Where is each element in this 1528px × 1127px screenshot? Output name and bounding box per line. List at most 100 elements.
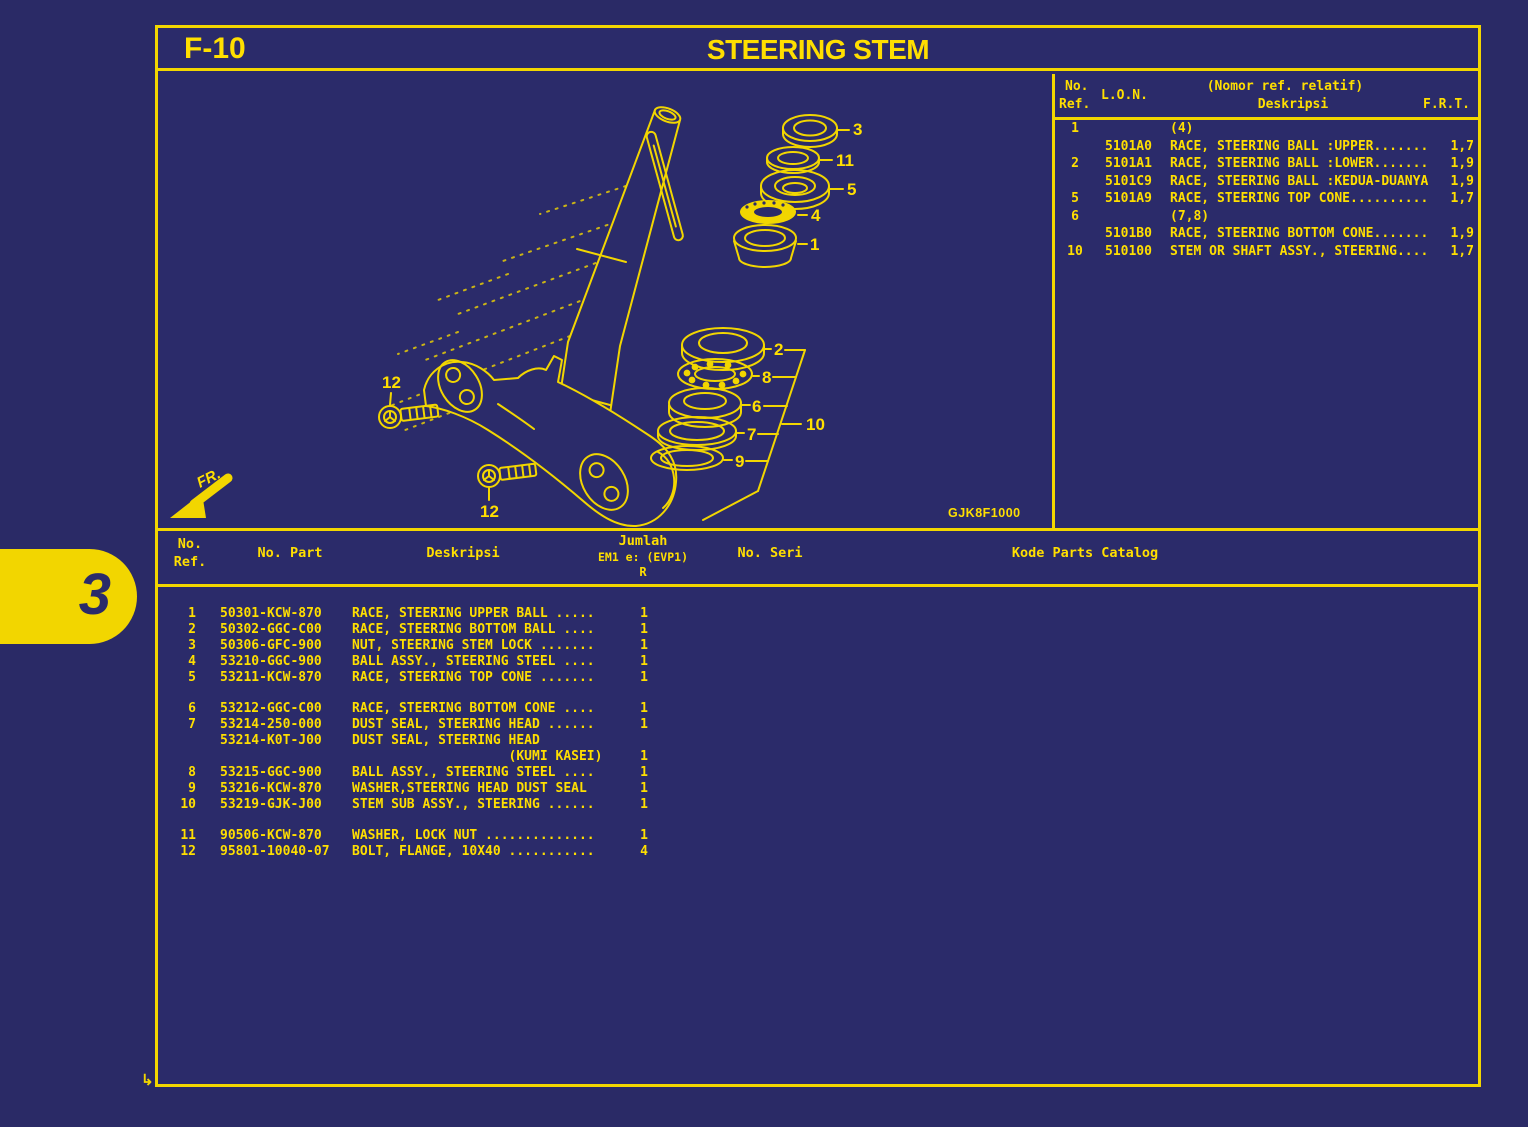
- parts-row: 5 53211-KCW-870 RACE, STEERING TOP CONE …: [158, 670, 1478, 686]
- chapter-tab-3[interactable]: 3: [0, 549, 137, 644]
- ref-cell-lon: 5101A0: [1105, 138, 1152, 154]
- ref-col-deskripsi: Deskripsi: [1257, 97, 1329, 112]
- parts-row: 6 53212-GGC-C00 RACE, STEERING BOTTOM CO…: [158, 701, 1478, 717]
- ref-col-no: No.: [1065, 79, 1089, 94]
- parts-cell-part: 53211-KCW-870: [220, 669, 322, 685]
- ref-cell-ref: 6: [1071, 208, 1079, 224]
- parts-cell-ref: 6: [188, 701, 196, 717]
- parts-cell-desc: (KUMI KASEI): [352, 749, 603, 765]
- parts-row: 12 95801-10040-07 BOLT, FLANGE, 10X40 ..…: [158, 844, 1478, 860]
- parts-cell-desc: RACE, STEERING BOTTOM CONE ....: [352, 701, 595, 717]
- parts-cell-part: 53212-GGC-C00: [220, 701, 322, 717]
- parts-cell-ref: 7: [188, 717, 196, 733]
- callout-2: 2: [774, 340, 783, 359]
- figure-code: GJK8F1000: [948, 506, 1021, 520]
- ref-col-lon: L.O.N.: [1101, 88, 1148, 103]
- flange-bolt-lower: [477, 462, 538, 501]
- page-title: STEERING STEM: [706, 34, 930, 65]
- parts-cell-desc: NUT, STEERING STEM LOCK .......: [352, 637, 595, 653]
- callout-10: 10: [806, 415, 825, 434]
- parts-cell-ref: 4: [188, 653, 196, 669]
- parts-cell-ref: 5: [188, 669, 196, 685]
- parts-cell-ref: 3: [188, 637, 196, 653]
- parts-cell-qty: 1: [640, 749, 648, 765]
- diagram-area: FR. 3 11 5 4 1 2 8 6 7 9 10 12 12: [158, 74, 1052, 528]
- ring-washer-11: [766, 146, 833, 174]
- parts-row: 2 50302-GGC-C00 RACE, STEERING BOTTOM BA…: [158, 622, 1478, 638]
- parts-cell-part: 53214-K0T-J00: [220, 733, 322, 749]
- ref-cell-desc: (4): [1170, 121, 1194, 136]
- parts-cell-part: 53210-GGC-900: [220, 653, 322, 669]
- parts-cell-desc: RACE, STEERING BOTTOM BALL ....: [352, 621, 595, 637]
- parts-col-ref: Ref.: [173, 554, 207, 570]
- ring-ball-assy-4: [740, 200, 808, 224]
- ref-cell-frt: 1,7: [1450, 138, 1474, 154]
- parts-row: 10 53219-GJK-J00 STEM SUB ASSY., STEERIN…: [158, 797, 1478, 813]
- parts-cell-ref: 8: [188, 764, 196, 780]
- parts-cell-desc: DUST SEAL, STEERING HEAD ......: [352, 717, 595, 733]
- parts-cell-part: 53219-GJK-J00: [220, 796, 322, 812]
- parts-cell-ref: 9: [188, 780, 196, 796]
- ref-row: 5 5101A9 RACE, STEERING TOP CONE........…: [1055, 191, 1478, 209]
- parts-cell-qty: 1: [640, 653, 648, 669]
- callout-5: 5: [847, 180, 856, 199]
- ref-cell-desc: RACE, STEERING TOP CONE..........: [1170, 191, 1429, 206]
- ring-race-2: [681, 327, 772, 371]
- parts-cell-qty: 1: [640, 780, 648, 796]
- flange-bolt-upper: [378, 392, 440, 429]
- parts-cell-qty: 1: [640, 764, 648, 780]
- ref-cell-frt: 1,7: [1450, 191, 1474, 206]
- ref-cell-lon: 5101B0: [1105, 226, 1152, 241]
- callout-8: 8: [762, 368, 771, 387]
- parts-cell-ref: 11: [180, 828, 196, 844]
- parts-cell-qty: 1: [640, 828, 648, 844]
- parts-table-header: No. Ref. No. Part Deskripsi Jumlah EM1 e…: [158, 528, 1478, 587]
- parts-cell-part: 95801-10040-07: [220, 844, 330, 860]
- reference-table: No. Ref. L.O.N. (Nomor ref. relatif) Des…: [1052, 74, 1478, 528]
- parts-row: (KUMI KASEI) 1: [158, 749, 1478, 765]
- fr-arrow: FR.: [170, 465, 233, 518]
- ref-row: 1 (4): [1055, 121, 1478, 139]
- ref-col-frt: F.R.T.: [1423, 97, 1470, 112]
- parts-col-jumlah-sub: EM1 e: (EVP1): [597, 550, 688, 564]
- title-bar: F-10 STEERING STEM: [158, 28, 1478, 71]
- group-bracket-10: [702, 349, 806, 521]
- ring-bottom-cone-6: [668, 387, 751, 428]
- parts-cell-qty: 4: [640, 844, 648, 860]
- ref-cell-ref: 1: [1071, 121, 1079, 136]
- parts-row: 11 90506-KCW-870 WASHER, LOCK NUT ......…: [158, 828, 1478, 844]
- ref-cell-frt: 1,7: [1450, 243, 1474, 259]
- parts-row: 8 53215-GGC-900 BALL ASSY., STEERING STE…: [158, 765, 1478, 781]
- parts-col-jumlah-r: R: [639, 565, 647, 579]
- parts-cell-desc: BOLT, FLANGE, 10X40 ...........: [352, 844, 595, 860]
- parts-row: 3 50306-GFC-900 NUT, STEERING STEM LOCK …: [158, 638, 1478, 654]
- ref-cell-ref: 10: [1067, 243, 1083, 259]
- stem-tube: [555, 106, 684, 428]
- parts-row: 1 50301-KCW-870 RACE, STEERING UPPER BAL…: [158, 606, 1478, 622]
- chapter-tab-number: 3: [78, 562, 111, 627]
- ref-cell-lon: 5101C9: [1105, 173, 1152, 189]
- parts-cell-part: 50306-GFC-900: [220, 637, 322, 653]
- steering-stem-diagram: FR. 3 11 5 4 1 2 8 6 7 9 10 12 12: [170, 106, 1021, 528]
- parts-cell-desc: WASHER, LOCK NUT ..............: [352, 828, 595, 844]
- parts-cell-desc: RACE, STEERING UPPER BALL .....: [352, 606, 595, 621]
- callout-1: 1: [810, 235, 819, 254]
- ref-col-ref: Ref.: [1059, 97, 1091, 112]
- parts-cell-qty: 1: [640, 701, 648, 717]
- parts-cell-ref: 1: [188, 606, 196, 621]
- parts-row: 4 53210-GGC-900 BALL ASSY., STEERING STE…: [158, 654, 1478, 670]
- ring-ball-cage-8: [677, 358, 760, 390]
- ref-row: 5101A0 RACE, STEERING BALL :UPPER.......…: [1055, 139, 1478, 157]
- callout-9: 9: [735, 452, 744, 471]
- parts-row: 7 53214-250-000 DUST SEAL, STEERING HEAD…: [158, 717, 1478, 733]
- callout-4: 4: [811, 206, 821, 225]
- page-code: F-10: [184, 32, 246, 65]
- parts-row-spacer: [158, 685, 1478, 701]
- ref-cell-lon: 5101A1: [1105, 156, 1152, 171]
- callout-6: 6: [752, 397, 761, 416]
- parts-cell-part: 53215-GGC-900: [220, 764, 322, 780]
- parts-cell-qty: 1: [640, 637, 648, 653]
- ref-col-note: (Nomor ref. relatif): [1206, 79, 1364, 94]
- parts-cell-ref: 2: [188, 621, 196, 637]
- callout-7: 7: [747, 425, 756, 444]
